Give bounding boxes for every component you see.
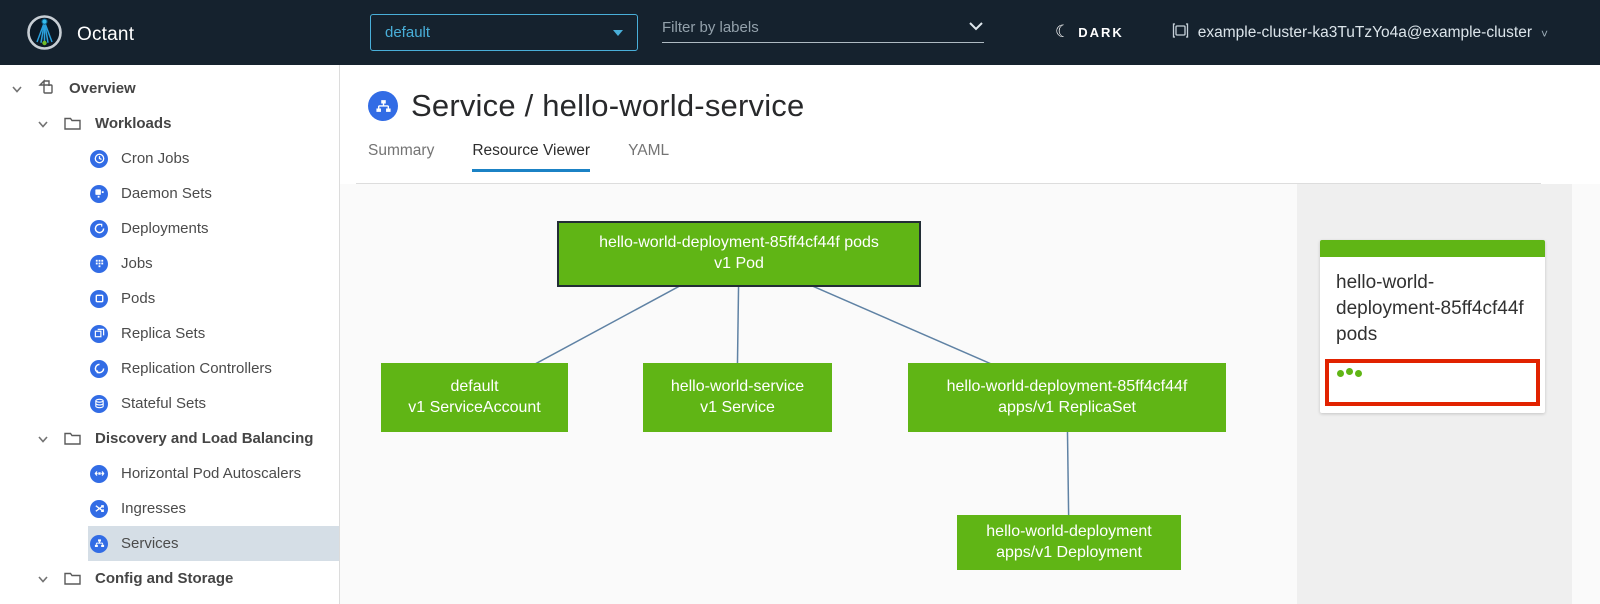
folder-icon <box>63 569 82 588</box>
sidebar-item-overview[interactable]: Overview <box>0 71 339 106</box>
pod-ok-dot <box>1346 367 1353 375</box>
caret-down-icon[interactable] <box>10 82 24 96</box>
sidebar-item-replica-sets[interactable]: Replica Sets <box>88 316 339 351</box>
label-filter-input[interactable] <box>662 18 968 36</box>
namespace-select-value: default <box>385 24 431 41</box>
octant-logo-icon <box>26 14 63 56</box>
dropdown-caret-icon <box>613 29 623 36</box>
daemonset-icon <box>90 184 108 203</box>
brand: Octant <box>26 14 134 56</box>
selected-node-card[interactable]: hello-world-deployment-85ff4cf44f pods <box>1320 240 1545 413</box>
hpa-icon <box>90 464 108 483</box>
job-icon <box>90 254 108 273</box>
card-title: hello-world-deployment-85ff4cf44f pods <box>1336 272 1524 346</box>
pod-ok-dot <box>1337 369 1344 377</box>
sidebar-nav: Overview Workloads Cron Jobs <box>0 65 340 604</box>
sidebar-item-pods[interactable]: Pods <box>88 281 339 316</box>
statefulset-icon <box>90 394 108 413</box>
caret-down-icon[interactable] <box>36 117 50 131</box>
tab-divider <box>356 183 1541 184</box>
moon-icon: ☾ <box>1054 22 1071 41</box>
replication-controller-icon <box>90 359 108 378</box>
service-icon <box>90 534 108 553</box>
caret-down-icon[interactable] <box>36 432 50 446</box>
cluster-context-switcher[interactable]: example-cluster-ka3TuTzYo4a@example-clus… <box>1172 22 1548 44</box>
resource-viewer-canvas: hello-world-deployment-85ff4cf44f pods v… <box>340 184 1600 604</box>
overview-icon <box>37 79 56 98</box>
replicaset-icon <box>90 324 108 343</box>
app-title: Octant <box>77 24 135 45</box>
graph-node-replicaset[interactable]: hello-world-deployment-85ff4cf44f apps/v… <box>908 363 1226 432</box>
page-head: Service / hello-world-service Summary Re… <box>340 65 1600 184</box>
chevron-down-icon[interactable] <box>968 18 984 36</box>
theme-toggle-button[interactable]: ☾ DARK <box>1054 22 1124 41</box>
pod-status-box <box>1325 358 1540 406</box>
sidebar-item-horizontal-pod-autoscalers[interactable]: Horizontal Pod Autoscalers <box>88 456 339 491</box>
cronjob-icon <box>90 149 108 168</box>
sidebar-item-replication-controllers[interactable]: Replication Controllers <box>88 351 339 386</box>
sidebar-group-config-and-storage[interactable]: Config and Storage <box>0 561 339 596</box>
caret-down-icon[interactable] <box>36 572 50 586</box>
graph-node-deployment[interactable]: hello-world-deployment apps/v1 Deploymen… <box>957 515 1181 570</box>
sidebar-item-ingresses[interactable]: Ingresses <box>88 491 339 526</box>
deployment-icon <box>90 219 108 238</box>
page-title: Service / hello-world-service <box>411 88 805 123</box>
sidebar-group-discovery-and-load-balancing[interactable]: Discovery and Load Balancing <box>0 421 339 456</box>
pod-status-dots <box>1337 367 1528 377</box>
sidebar-group-workloads[interactable]: Workloads <box>0 106 339 141</box>
chevron-down-icon: ˅ <box>1540 26 1548 41</box>
graph-node-serviceaccount[interactable]: default v1 ServiceAccount <box>381 363 568 432</box>
namespace-select[interactable]: default <box>370 14 638 51</box>
sidebar-item-daemon-sets[interactable]: Daemon Sets <box>88 176 339 211</box>
folder-icon <box>63 429 82 448</box>
pod-ok-dot <box>1355 369 1362 377</box>
label-filter <box>662 18 984 43</box>
sidebar-item-cron-jobs[interactable]: Cron Jobs <box>88 141 339 176</box>
main-content: Service / hello-world-service Summary Re… <box>340 65 1600 604</box>
sidebar-item-jobs[interactable]: Jobs <box>88 246 339 281</box>
cluster-icon <box>1172 22 1189 44</box>
folder-icon <box>63 114 82 133</box>
sidebar-item-services[interactable]: Services <box>88 526 339 561</box>
app-header: Octant default ☾ DARK example-cluster-ka… <box>0 0 1600 65</box>
tab-bar: Summary Resource Viewer YAML <box>340 142 1600 172</box>
detail-panel: hello-world-deployment-85ff4cf44f pods <box>1297 184 1572 604</box>
tab-summary[interactable]: Summary <box>368 142 435 159</box>
pod-icon <box>90 289 108 308</box>
graph-node-pod[interactable]: hello-world-deployment-85ff4cf44f pods v… <box>557 221 921 287</box>
tab-resource-viewer[interactable]: Resource Viewer <box>472 142 591 172</box>
theme-toggle-label: DARK <box>1078 25 1124 40</box>
card-status-bar <box>1320 240 1545 257</box>
graph-node-service[interactable]: hello-world-service v1 Service <box>643 363 832 432</box>
sidebar-item-deployments[interactable]: Deployments <box>88 211 339 246</box>
cluster-context-label: example-cluster-ka3TuTzYo4a@example-clus… <box>1197 23 1532 41</box>
tab-yaml[interactable]: YAML <box>628 142 670 159</box>
sidebar-item-stateful-sets[interactable]: Stateful Sets <box>88 386 339 421</box>
service-icon <box>368 91 398 121</box>
ingress-icon <box>90 499 108 518</box>
